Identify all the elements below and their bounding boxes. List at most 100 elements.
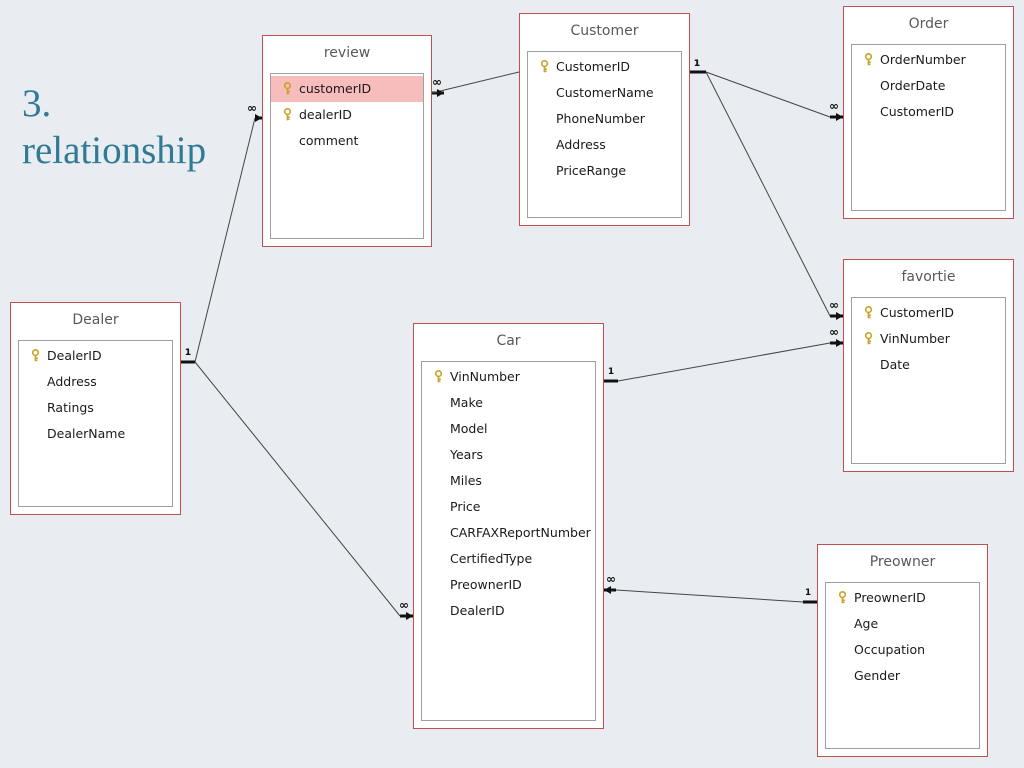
relationship-customer-order-line [705, 71, 831, 118]
relationship-car-favortie-arrow-icon [836, 339, 843, 347]
field-label: PreownerID [854, 590, 926, 605]
table-customer-field-address[interactable]: Address [528, 132, 681, 158]
table-order-title[interactable]: Order [908, 16, 949, 32]
table-car-field-certifiedtype[interactable]: CertifiedType [422, 546, 595, 572]
table-preowner-field-preownerid[interactable]: PreownerID [826, 585, 979, 611]
table-car-field-preownerid[interactable]: PreownerID [422, 572, 595, 598]
table-customer-field-customername[interactable]: CustomerName [528, 80, 681, 106]
table-dealer-field-dealername[interactable]: DealerName [19, 421, 172, 447]
table-review-field-dealerid[interactable]: dealerID [271, 102, 423, 128]
field-label: Years [450, 447, 483, 462]
table-car-field-dealerid[interactable]: DealerID [422, 598, 595, 624]
relationship-dealer-review-one-label: 1 [185, 348, 191, 358]
table-order-field-ordernumber[interactable]: OrderNumber [852, 47, 1005, 73]
table-favortie-field-vinnumber[interactable]: VinNumber [852, 326, 1005, 352]
relationship-car-favortie-line [617, 342, 831, 382]
table-car-field-make[interactable]: Make [422, 390, 595, 416]
field-label: DealerName [47, 426, 126, 441]
field-label: CertifiedType [450, 551, 533, 566]
field-label: PriceRange [556, 163, 627, 178]
table-car-field-price[interactable]: Price [422, 494, 595, 520]
table-dealer-field-dealerid[interactable]: DealerID [19, 343, 172, 369]
relationship-dealer-car-line [194, 361, 401, 617]
table-preowner-title[interactable]: Preowner [869, 554, 936, 570]
relationship-customer-favortie-line [705, 71, 831, 317]
relationship-dealer-car-one-label: 1 [185, 348, 191, 358]
table-order-field-customerid[interactable]: CustomerID [852, 99, 1005, 125]
field-label: Address [556, 137, 606, 152]
table-order-field-orderdate[interactable]: OrderDate [852, 73, 1005, 99]
table-review-field-customerid[interactable]: customerID [271, 76, 423, 102]
table-dealer-title[interactable]: Dealer [72, 312, 119, 328]
relationship-customer-order-one-label: 1 [694, 59, 700, 69]
table-car-field-carfaxreportnumber[interactable]: CARFAXReportNumber [422, 520, 595, 546]
field-label: Date [880, 357, 910, 372]
field-label: PhoneNumber [556, 111, 645, 126]
table-preowner-field-gender[interactable]: Gender [826, 663, 979, 689]
relationship-customer-order-arrow-icon [836, 113, 843, 121]
table-review[interactable]: review customerID dealerID comment [262, 35, 432, 247]
table-customer-field-customerid[interactable]: CustomerID [528, 54, 681, 80]
table-review-field-comment[interactable]: comment [271, 128, 423, 154]
relationship-preowner-car-many-label: ∞ [606, 572, 616, 586]
field-label: customerID [299, 81, 372, 96]
table-favortie-field-date[interactable]: Date [852, 352, 1005, 378]
relationship-dealer-review-arrow-icon [255, 114, 262, 122]
field-label: CustomerName [556, 85, 654, 100]
table-favortie-field-customerid[interactable]: CustomerID [852, 300, 1005, 326]
table-customer-field-pricerange[interactable]: PriceRange [528, 158, 681, 184]
table-dealer-field-address[interactable]: Address [19, 369, 172, 395]
table-customer-field-phonenumber[interactable]: PhoneNumber [528, 106, 681, 132]
table-preowner-field-occupation[interactable]: Occupation [826, 637, 979, 663]
key-icon [540, 60, 549, 73]
table-preowner-field-age[interactable]: Age [826, 611, 979, 637]
key-icon [283, 82, 292, 95]
relationship-preowner-car-arrow-icon [604, 586, 611, 594]
field-label: Make [450, 395, 483, 410]
table-car-title[interactable]: Car [496, 333, 521, 349]
field-label: Ratings [47, 400, 94, 415]
key-icon [838, 591, 847, 604]
key-icon [864, 332, 873, 345]
relationship-preowner-car-line [615, 589, 804, 603]
field-label: VinNumber [880, 331, 950, 346]
field-label: comment [299, 133, 359, 148]
table-car-field-miles[interactable]: Miles [422, 468, 595, 494]
relationship-customer-favortie-many-label: ∞ [829, 298, 839, 312]
field-label: CustomerID [880, 305, 955, 320]
relationship-customer-review-one-label: 1 [694, 59, 700, 69]
key-icon [434, 370, 443, 383]
relationship-dealer-review-many-label: ∞ [247, 101, 257, 115]
key-icon [283, 108, 292, 121]
key-icon [864, 306, 873, 319]
field-label: Occupation [854, 642, 926, 657]
field-label: PreownerID [450, 577, 522, 592]
table-favortie-title[interactable]: favortie [901, 269, 956, 285]
relationship-dealer-car-many-label: ∞ [399, 598, 409, 612]
field-label: DealerID [47, 348, 102, 363]
table-car-field-vinnumber[interactable]: VinNumber [422, 364, 595, 390]
table-car-field-model[interactable]: Model [422, 416, 595, 442]
table-car-field-years[interactable]: Years [422, 442, 595, 468]
field-label: OrderDate [880, 78, 946, 93]
table-dealer-field-ratings[interactable]: Ratings [19, 395, 172, 421]
relationship-car-favortie-one-label: 1 [608, 367, 614, 377]
table-review-field-list: customerID dealerID comment [270, 73, 424, 239]
table-review-title[interactable]: review [323, 45, 371, 61]
relationship-customer-order-many-label: ∞ [829, 99, 839, 113]
field-label: DealerID [450, 603, 505, 618]
field-label: Miles [450, 473, 482, 488]
table-customer-title[interactable]: Customer [570, 23, 639, 39]
field-label: Price [450, 499, 481, 514]
slide-title-line-1: 3. [22, 82, 52, 125]
